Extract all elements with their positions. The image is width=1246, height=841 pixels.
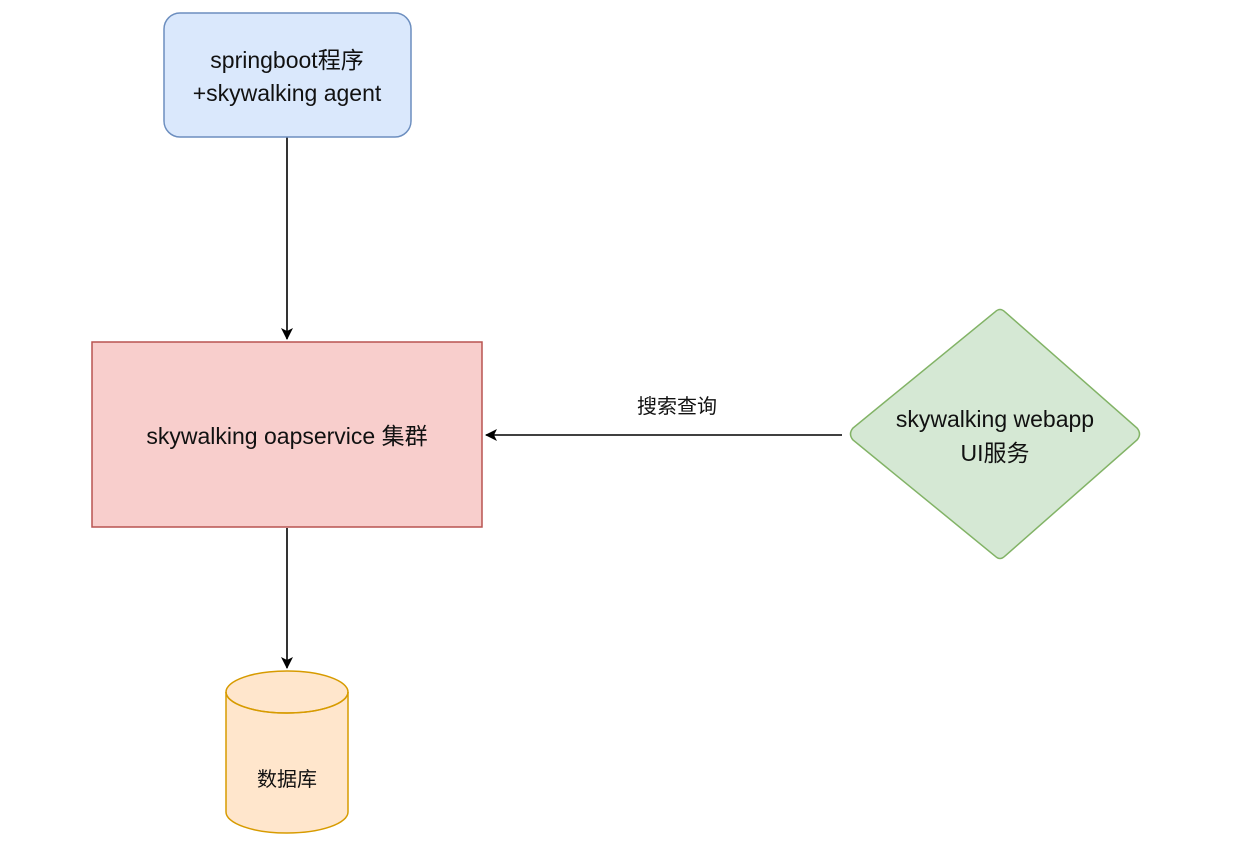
- webapp-label-line1: skywalking webapp: [896, 406, 1094, 432]
- database-cylinder-body: [225, 692, 349, 834]
- database-cylinder-rim: [225, 691, 349, 714]
- edge-query-label: 搜索查询: [637, 395, 717, 418]
- app-box: [163, 12, 412, 138]
- oap-label: skywalking oapservice 集群: [146, 423, 427, 449]
- webapp-label-line2: UI服务: [961, 440, 1030, 466]
- database-label: 数据库: [257, 768, 317, 791]
- oap-box: [91, 341, 483, 528]
- webapp-diamond: [849, 308, 1141, 560]
- node-database: 数据库: [225, 670, 349, 834]
- node-springboot-app: springboot程序 +skywalking agent: [163, 12, 412, 138]
- node-oapservice-cluster: skywalking oapservice 集群: [91, 341, 483, 528]
- app-label-line2: +skywalking agent: [193, 80, 382, 106]
- app-label-line1: springboot程序: [210, 47, 363, 73]
- node-webapp-ui: skywalking webapp UI服务: [849, 308, 1141, 560]
